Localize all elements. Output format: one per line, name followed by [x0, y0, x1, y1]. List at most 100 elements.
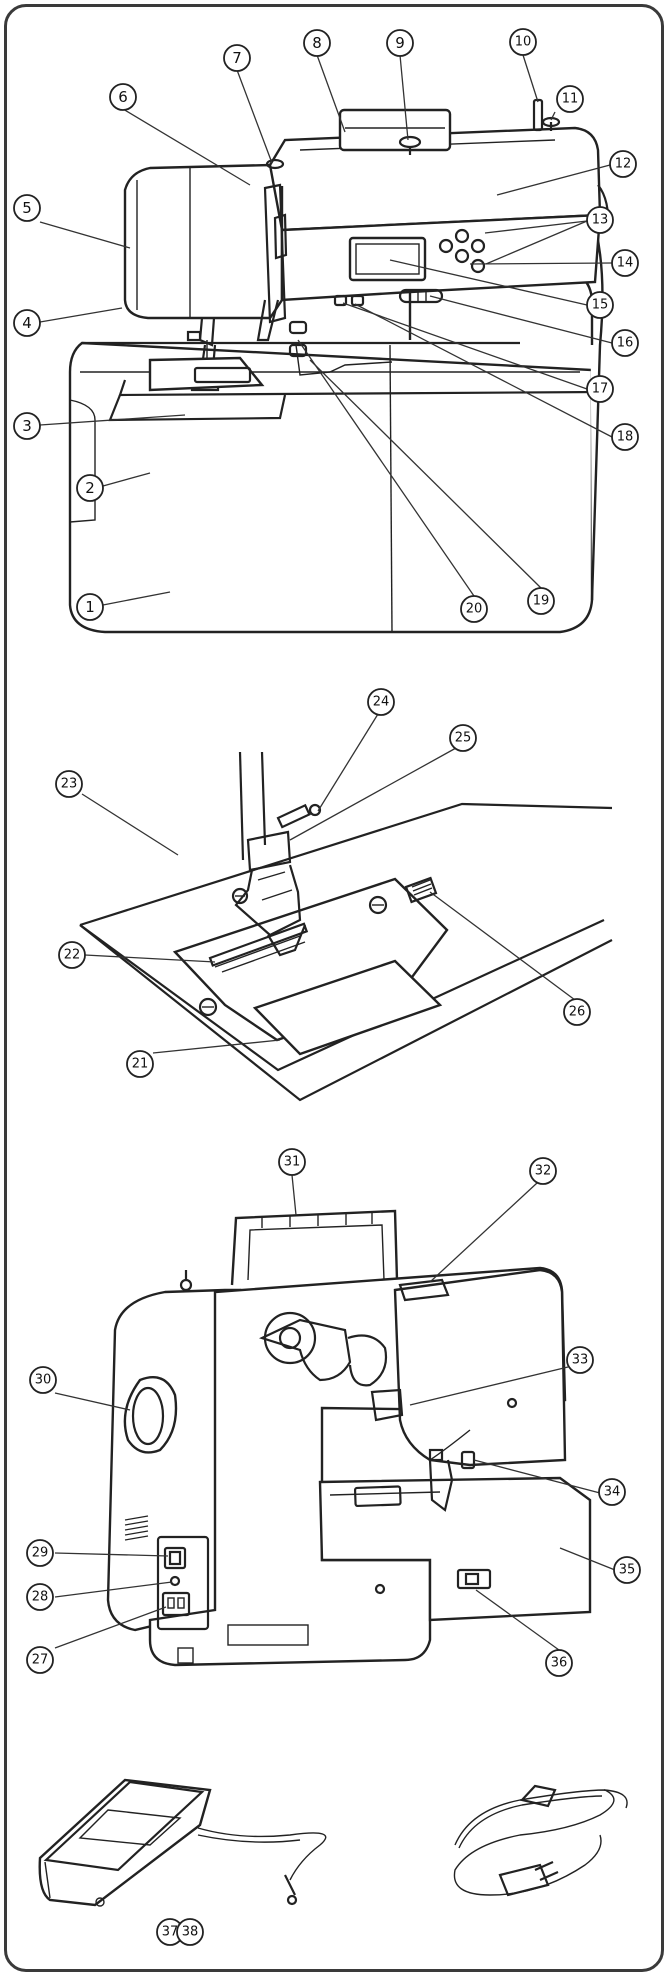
svg-text:16: 16 — [617, 336, 634, 351]
svg-text:22: 22 — [64, 948, 81, 963]
svg-text:11: 11 — [562, 92, 579, 107]
callout-3: 3 — [13, 412, 41, 440]
svg-text:1: 1 — [85, 598, 95, 616]
svg-text:18: 18 — [617, 430, 634, 445]
svg-text:37: 37 — [162, 1925, 179, 1940]
callout-33: 33 — [566, 1346, 594, 1374]
callout-28: 28 — [26, 1583, 54, 1611]
machine-top — [268, 126, 602, 232]
svg-text:24: 24 — [373, 695, 390, 710]
callout-23: 23 — [55, 770, 83, 798]
callout-26: 26 — [563, 998, 591, 1026]
needle-plate-front — [148, 356, 265, 392]
lcd-screen — [348, 236, 427, 282]
power-socket — [161, 1591, 191, 1617]
callout-34: 34 — [598, 1478, 626, 1506]
callout-20: 20 — [460, 595, 488, 623]
callout-29: 29 — [26, 1539, 54, 1567]
power-panel — [156, 1535, 210, 1631]
callout-38: 38 — [176, 1918, 204, 1946]
svg-text:33: 33 — [572, 1353, 589, 1368]
callout-15: 15 — [586, 291, 614, 319]
callout-36: 36 — [545, 1649, 573, 1677]
svg-text:21: 21 — [132, 1057, 149, 1072]
bobbin-cover — [252, 959, 443, 1056]
needle-plate-view — [79, 751, 613, 1102]
callout-32: 32 — [529, 1157, 557, 1185]
svg-text:15: 15 — [592, 298, 609, 313]
callout-4: 4 — [13, 309, 41, 337]
svg-text:25: 25 — [455, 731, 472, 746]
callout-22: 22 — [58, 941, 86, 969]
svg-text:34: 34 — [604, 1485, 621, 1500]
callout-5: 5 — [13, 194, 41, 222]
foot-control — [38, 1778, 327, 1907]
svg-text:28: 28 — [32, 1590, 49, 1605]
power-cord — [453, 1784, 628, 1897]
callout-2: 2 — [76, 474, 104, 502]
svg-text:9: 9 — [395, 34, 405, 52]
svg-text:7: 7 — [232, 49, 242, 67]
rear-view-machine — [106, 1209, 592, 1667]
machine-base — [68, 341, 594, 634]
callout-11: 11 — [556, 85, 584, 113]
svg-text:19: 19 — [533, 594, 550, 609]
callout-10: 10 — [509, 28, 537, 56]
svg-text:2: 2 — [85, 479, 95, 497]
callout-17: 17 — [586, 375, 614, 403]
callout-16: 16 — [611, 329, 639, 357]
rear-head — [393, 1268, 567, 1467]
part-number-callouts: 1 2 3 4 5 6 7 8 9 10 11 12 13 14 15 16 1… — [13, 28, 641, 1946]
svg-text:12: 12 — [615, 157, 632, 172]
svg-text:17: 17 — [592, 382, 609, 397]
face-plate — [123, 163, 284, 320]
svg-text:36: 36 — [551, 1656, 568, 1671]
front-view-machine — [68, 98, 610, 634]
vent-grille — [124, 1515, 149, 1541]
bed-switch — [456, 1568, 492, 1590]
svg-text:5: 5 — [22, 199, 32, 217]
callout-14: 14 — [611, 249, 639, 277]
svg-text:10: 10 — [515, 35, 532, 50]
callout-7: 7 — [223, 44, 251, 72]
svg-text:27: 27 — [32, 1653, 49, 1668]
svg-text:8: 8 — [312, 34, 322, 52]
svg-text:13: 13 — [592, 213, 609, 228]
svg-text:14: 14 — [617, 256, 634, 271]
callout-6: 6 — [109, 83, 137, 111]
svg-text:32: 32 — [535, 1164, 552, 1179]
callout-37: 37 — [156, 1918, 184, 1946]
svg-text:26: 26 — [569, 1005, 586, 1020]
callout-35: 35 — [613, 1556, 641, 1584]
svg-text:38: 38 — [182, 1925, 199, 1940]
callout-27: 27 — [26, 1646, 54, 1674]
svg-text:35: 35 — [619, 1563, 636, 1578]
svg-text:3: 3 — [22, 417, 32, 435]
callout-19: 19 — [527, 587, 555, 615]
top-handle — [338, 108, 452, 152]
callout-8: 8 — [303, 29, 331, 57]
leader-lines — [39, 54, 616, 1651]
feed-dogs — [208, 922, 309, 973]
callout-12: 12 — [609, 150, 637, 178]
svg-text:6: 6 — [118, 88, 128, 106]
svg-text:29: 29 — [32, 1546, 49, 1561]
rear-bed — [318, 1476, 592, 1622]
svg-text:30: 30 — [35, 1373, 52, 1388]
callout-25: 25 — [449, 724, 477, 752]
callout-30: 30 — [29, 1366, 57, 1394]
callout-18: 18 — [611, 423, 639, 451]
power-switch — [163, 1546, 187, 1570]
svg-text:20: 20 — [466, 602, 483, 617]
svg-text:4: 4 — [22, 314, 32, 332]
svg-text:31: 31 — [284, 1155, 301, 1170]
callout-21: 21 — [126, 1050, 154, 1078]
callout-1: 1 — [76, 593, 104, 621]
svg-text:23: 23 — [61, 777, 78, 792]
callout-13: 13 — [586, 206, 614, 234]
callout-9: 9 — [386, 29, 414, 57]
callout-31: 31 — [278, 1148, 306, 1176]
callout-24: 24 — [367, 688, 395, 716]
